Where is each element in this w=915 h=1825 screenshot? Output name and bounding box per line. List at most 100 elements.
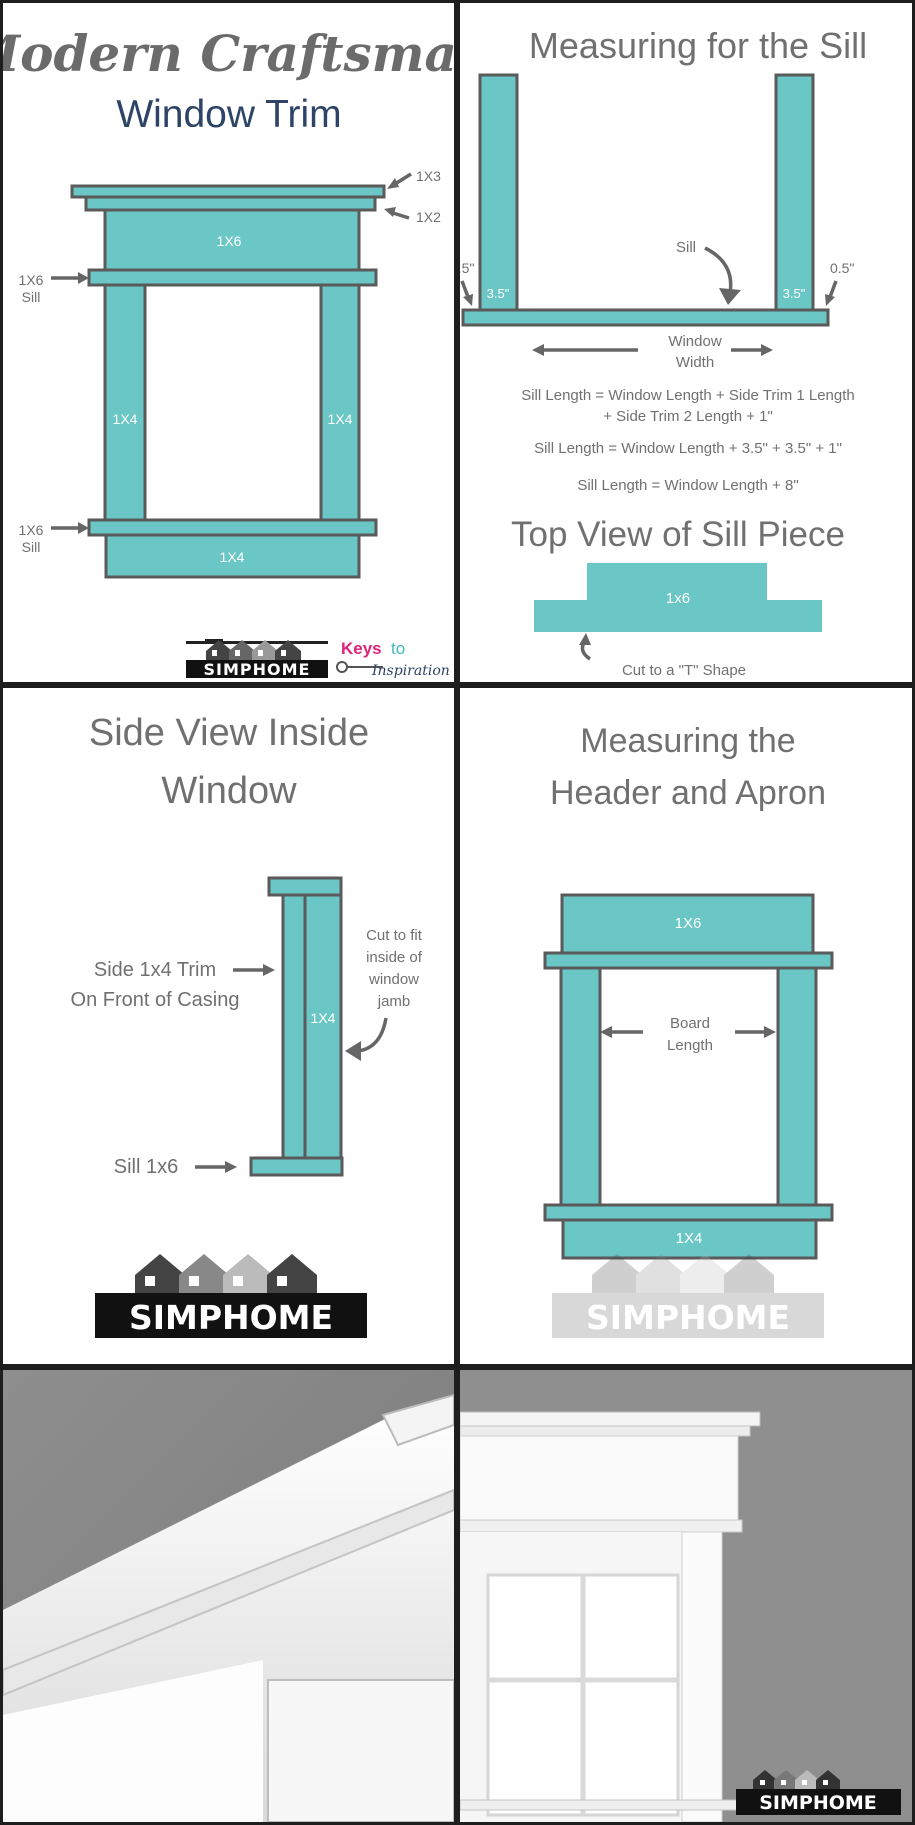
right-gap-arrow (830, 281, 836, 297)
label-left-sill-bottom: Sill (22, 539, 41, 555)
board-1x3 (72, 186, 384, 197)
board-bottom-sill (89, 520, 376, 535)
simphome-wordmark: SIMPHOME (759, 1792, 877, 1814)
sill-curved-arrowhead (719, 288, 741, 305)
board-length-line2: Length (667, 1037, 713, 1054)
header-apron-title-1: Measuring the (580, 722, 795, 760)
left-gap-arrowhead (463, 294, 473, 306)
left-leg-board (561, 968, 600, 1205)
houses-icon (592, 1254, 774, 1295)
side-view-title-2: Window (161, 770, 297, 812)
trim-1x4-board (305, 895, 341, 1158)
title-subtitle: Window Trim (116, 93, 341, 136)
cut-line1: Cut to fit (366, 927, 423, 944)
board-length-line1: Board (670, 1015, 710, 1032)
header-board (460, 1436, 738, 1520)
panel-side-view: Side View Inside Window 1X4 Side 1x4 Tri… (3, 688, 454, 1364)
to-word: to (391, 639, 405, 658)
crown-strip (460, 1426, 750, 1436)
side-trim (682, 1532, 722, 1822)
right-width-label: 3.5" (783, 286, 806, 301)
bottom-sill-board (545, 1205, 832, 1220)
apron-label: 1X4 (220, 549, 245, 565)
panel-window-trim: Modern Craftsman Window Trim 1X6 1X4 1X4… (3, 3, 454, 682)
left-leg-label: 1X4 (113, 411, 138, 427)
casing-board (283, 895, 305, 1158)
board-1x2 (86, 197, 375, 210)
sill-callout: Sill (676, 239, 696, 256)
window-width-line2: Width (676, 354, 714, 371)
label-1x2: 1X2 (416, 209, 441, 225)
width-arrowhead-right (761, 344, 773, 356)
simphome-wordmark: SIMPHOME (586, 1298, 790, 1337)
side-trim-line2: On Front of Casing (71, 989, 240, 1011)
right-gap-label: 0.5" (830, 260, 854, 276)
right-leg-label: 1X4 (328, 411, 353, 427)
window-stool (460, 1800, 745, 1810)
right-gap-arrowhead (825, 294, 835, 306)
right-leg-board (778, 968, 816, 1205)
header-sill-board (545, 953, 832, 968)
formula2: Sill Length = Window Length + 3.5" + 3.5… (534, 440, 842, 457)
panel-measuring-sill: Measuring for the Sill 3.5" 3.5" 0.5" 0.… (460, 3, 912, 682)
side-casing (268, 1680, 454, 1822)
board-right-leg (321, 285, 359, 520)
side-trim-line1: Side 1x4 Trim (94, 959, 216, 981)
length-arrowhead-left (600, 1026, 612, 1038)
board-top-sill (89, 270, 376, 285)
arrowhead-1x3 (387, 178, 399, 189)
formula3: Sill Length = Window Length + 8" (577, 477, 798, 494)
cut-note: Cut to a "T" Shape (622, 662, 746, 679)
header-sill (460, 1520, 742, 1532)
cap-molding (460, 1412, 760, 1426)
simphome-logo: SIMPHOME (186, 639, 328, 679)
keys-to-inspiration-logo: Keys to Inspiration (337, 639, 450, 679)
simphome-logo-large: SIMPHOME (95, 1254, 367, 1338)
sill-1x6-label: Sill 1x6 (114, 1156, 178, 1178)
label-left-1x6-bottom: 1X6 (19, 522, 44, 538)
keys-word: Keys (341, 639, 382, 658)
side-trim-arrowhead (263, 964, 275, 976)
sill-top-view-label: 1x6 (666, 590, 690, 607)
sill-1x6-arrowhead (225, 1161, 237, 1173)
arrowhead-1x2 (384, 207, 396, 217)
houses-icon (135, 1254, 317, 1295)
apron-board-label: 1X4 (676, 1230, 703, 1247)
width-arrowhead-left (532, 344, 544, 356)
top-view-title: Top View of Sill Piece (511, 515, 845, 554)
header-label: 1X6 (217, 233, 242, 249)
left-side-board (480, 75, 517, 310)
left-gap-arrow (462, 281, 468, 297)
cap-board (269, 878, 341, 895)
sill-1x6-board (251, 1158, 342, 1175)
photo-trim-closeup (3, 1370, 454, 1822)
sill-title: Measuring for the Sill (529, 25, 867, 66)
cut-curved-arrowhead (345, 1041, 361, 1061)
cut-curved-arrow (358, 1018, 386, 1051)
label-left-sill-top: Sill (22, 289, 41, 305)
cut-arrowhead (579, 633, 591, 645)
simphome-logo-faded: SIMPHOME (552, 1254, 824, 1338)
panel-header-apron: Measuring the Header and Apron 1X6 1X4 B… (460, 688, 912, 1364)
left-width-label: 3.5" (487, 286, 510, 301)
inspiration-word: Inspiration (371, 663, 450, 679)
simphome-wordmark: SIMPHOME (204, 660, 311, 679)
simphome-wordmark: SIMPHOME (129, 1298, 333, 1337)
arrowhead-sill-bottom (78, 522, 89, 534)
label-1x3: 1X3 (416, 168, 441, 184)
header-board-label: 1X6 (675, 915, 702, 932)
formula1-line1: Sill Length = Window Length + Side Trim … (521, 387, 855, 404)
title-script: Modern Craftsman (3, 24, 454, 83)
photo-finished-window: SIMPHOME (460, 1370, 912, 1822)
arrowhead-sill-top (78, 272, 89, 284)
formula1-line2: + Side Trim 2 Length + 1" (603, 408, 773, 425)
length-arrowhead-right (764, 1026, 776, 1038)
cut-line3: window (368, 971, 419, 988)
cut-line2: inside of (366, 949, 423, 966)
left-gap-label: 0.5" (460, 260, 474, 276)
label-left-1x6-top: 1X6 (19, 272, 44, 288)
side-view-title-1: Side View Inside (89, 712, 369, 754)
trim-board-label: 1X4 (311, 1010, 336, 1026)
sill-board-full (463, 310, 828, 325)
